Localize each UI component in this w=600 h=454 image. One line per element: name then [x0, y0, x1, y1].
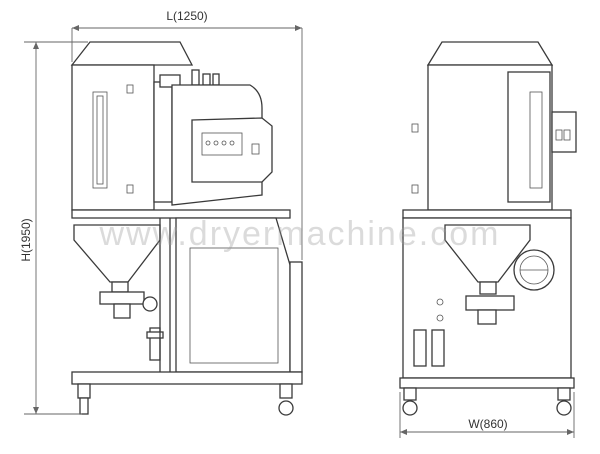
hopper-body: [71, 64, 155, 211]
front-cone: [444, 224, 531, 283]
watermark: www.dryermachine.com: [99, 215, 501, 253]
sight-glass: [92, 91, 108, 189]
front-caster-right: [556, 387, 572, 416]
caster-left: [77, 383, 91, 415]
front-regulator-a: [413, 329, 427, 367]
panel-display: [201, 132, 243, 156]
front-caster-left: [402, 387, 418, 416]
front-sight-glass: [529, 91, 543, 189]
width-label: W(860): [468, 417, 507, 431]
hopper-lid: [70, 41, 194, 66]
caster-right: [278, 383, 294, 416]
length-label: L(1250): [166, 9, 207, 23]
heater-box: [153, 81, 173, 203]
length-dimension: L(1250): [71, 9, 303, 260]
front-outlet: [465, 295, 515, 311]
front-lid: [426, 41, 554, 66]
side-view: [70, 41, 303, 416]
front-regulator-b: [431, 329, 445, 367]
height-dimension: H(1950): [19, 41, 88, 415]
side-duct: [289, 261, 303, 373]
base-frame: [71, 371, 303, 385]
front-view: [399, 41, 577, 416]
height-label: H(1950): [19, 218, 33, 261]
control-panel: [191, 117, 273, 183]
front-door: [507, 71, 551, 203]
material-outlet: [99, 291, 145, 305]
width-dimension: W(860): [399, 392, 575, 438]
